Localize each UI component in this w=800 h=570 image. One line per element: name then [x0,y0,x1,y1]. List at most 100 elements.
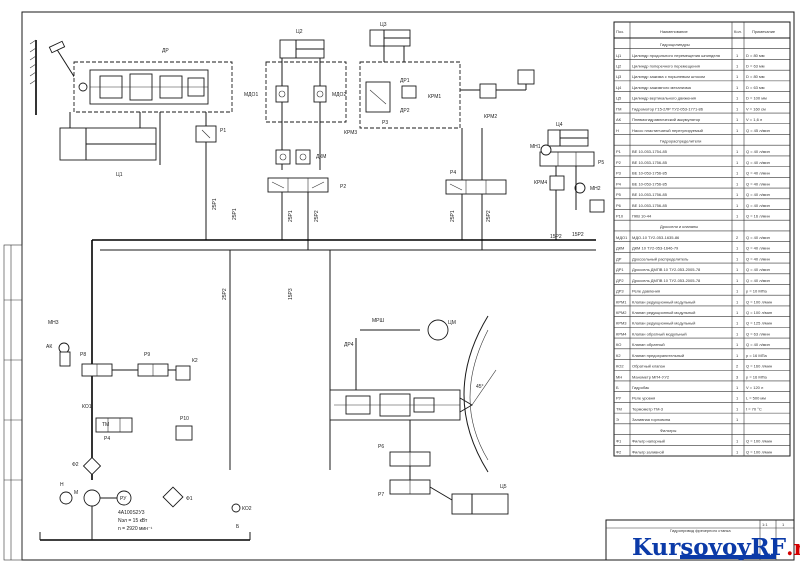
cylinder-c3-assembly: Ц3 ДР1 ДР2 КРМ1 Р3 КРМ3 КРМ2 Р4 [344,22,535,250]
drawing-scale: 1:1 [762,522,768,527]
spec-cell: ДКМ 10 ТУ2-053-1646-79 [632,246,679,251]
label-c3: Ц3 [380,22,387,28]
motor-speed: n = 2920 мин⁻¹ [118,526,153,532]
label-c1: Ц1 [116,172,123,178]
spec-cell: Q = 100 л/мин [746,439,772,444]
spec-cell: 1 [736,267,739,272]
spec-cell: Реле давления [632,289,660,294]
pipe-label-5: 25Р1 [450,210,456,222]
spec-cell: ВЕ 10-053-1756-85 [632,181,668,186]
spec-cell: 1 [736,74,739,79]
spec-cell: 1 [736,353,739,358]
spec-cell: 1 [736,321,739,326]
angle-label: 45° [476,384,484,390]
label-p1: Р1 [220,128,226,134]
pipe-label-4: 25Р2 [314,210,320,222]
spec-cell: Р10 [616,214,624,219]
spec-cell: Р4 [616,181,622,186]
spec-cell: 1 [736,149,739,154]
label-p4: Р4 [450,170,456,176]
spec-cell: Фильтр заливной [632,449,664,454]
spec-cell: 1 [736,203,739,208]
spec-cell: АК [616,117,622,122]
spec-cell: Q = 100 л/мин [746,310,772,315]
label-k2: К2 [192,358,198,364]
label-p2: Р2 [340,184,346,190]
label-p3: Р3 [382,120,388,126]
spec-cell: Q = 40 л/мин [746,149,770,154]
spec-cell: 1 [736,246,739,251]
spec-cell: КО2 [616,364,624,369]
spec-cell: 1 [736,449,739,454]
spec-cell: Р1 [616,149,622,154]
spec-cell: Ц5 [616,96,622,101]
spec-cell: Q = 40 л/мин [746,278,770,283]
spec-cell: КРМ4 [616,331,627,336]
label-ak: АК [46,344,52,350]
spec-cell: Q = 40 л/мин [746,256,770,261]
spec-cell: Клапан предохранительный [632,353,684,358]
label-b: Б [236,524,240,530]
label-p5: Р5 [598,160,604,166]
spec-cell: 1 [736,342,739,347]
spec-cell: МН [616,374,622,379]
spec-cell: Э [616,417,619,422]
binding-strip [3,244,23,561]
label-krm1: КРМ1 [428,94,441,100]
spec-cell: Гидрораспределители [660,139,701,144]
label-motor: РУ [120,496,127,502]
spindle-assembly: МРШ ЦМ ДР4 45° Р6 Р7 Ц5 [329,315,509,515]
spec-cell: Р5 [616,192,622,197]
spec-cell: МДО-10 ТУ2-053-1635-86 [632,235,680,240]
spec-cell: 1 [736,299,739,304]
spec-cell: Ц2 [616,63,622,68]
spec-cell: Q = 40 л/мин [746,235,770,240]
label-p10: Р10 [180,416,189,422]
label-krm3: КРМ3 [344,130,357,136]
label-p7: Р7 [378,492,384,498]
spec-cell: 1 [736,160,739,165]
spec-cell: Термометр ТМ-3 [632,406,664,411]
motor-power: Nэл = 15 кВт [118,518,148,524]
spec-cell: Дроссель ДМПВ 10 ТУ2-053-2005-78 [632,278,701,283]
spec-cell: 1 [736,417,739,422]
label-mn2: МН2 [590,186,601,192]
spec-cell: ДР3 [616,289,624,294]
spec-cell: ВЕ 10-053-1754-85 [632,149,668,154]
label-mn1: МН1 [530,144,541,150]
spec-cell: Q = 40 л/мин [746,160,770,165]
spec-cell: Гидробак [632,385,649,390]
spec-cell: Дроссели и клапаны [660,224,698,229]
spec-table: Поз. Наименование Кол. Примечание Гидроц… [613,21,791,457]
spec-cell: КРМ2 [616,310,627,315]
spec-cell: Q = 40 л/мин [746,203,770,208]
spec-cell: 1 [736,192,739,197]
spec-cell: Р6 [616,203,622,208]
label-dr1: ДР1 [400,78,410,84]
spec-cell: Цилиндр вертикального движения [632,96,696,101]
spec-cell: КРМ3 [616,321,627,326]
label-cm: ЦМ [448,320,456,326]
spec-cell: 1 [736,181,739,186]
label-ko2: КО2 [242,506,252,512]
spec-cell: Ц3 [616,74,622,79]
spec-cell: Фильтр напорный [632,439,665,444]
spec-cell: ВЕ 10-053-1756-85 [632,203,668,208]
spec-cell: 1 [736,310,739,315]
spec-cell: Q = 40 л/мин [746,181,770,186]
label-p9: Р9 [144,352,150,358]
spec-cell: Цилиндр зажима с поршневым штоком [632,74,705,79]
spec-cell: L = 500 мм [746,396,766,401]
spec-cell: 1 [736,53,739,58]
spec-cell: Q = 40 л/мин [746,171,770,176]
spec-cell: Q = 125 л/мин [746,321,772,326]
spec-cell: ПКВ 10-44 [632,214,652,219]
spec-cell: КО [616,342,621,347]
label-f1: Ф2 [72,462,79,468]
label-p6: Р6 [378,444,384,450]
cylinder-c2-assembly: Ц2 МДО1 МДО2 ДКМ Р2 [244,29,347,250]
spec-cell: ВЕ 10-053-1756-85 [632,192,668,197]
spec-cell: Q = 40 л/мин [746,267,770,272]
